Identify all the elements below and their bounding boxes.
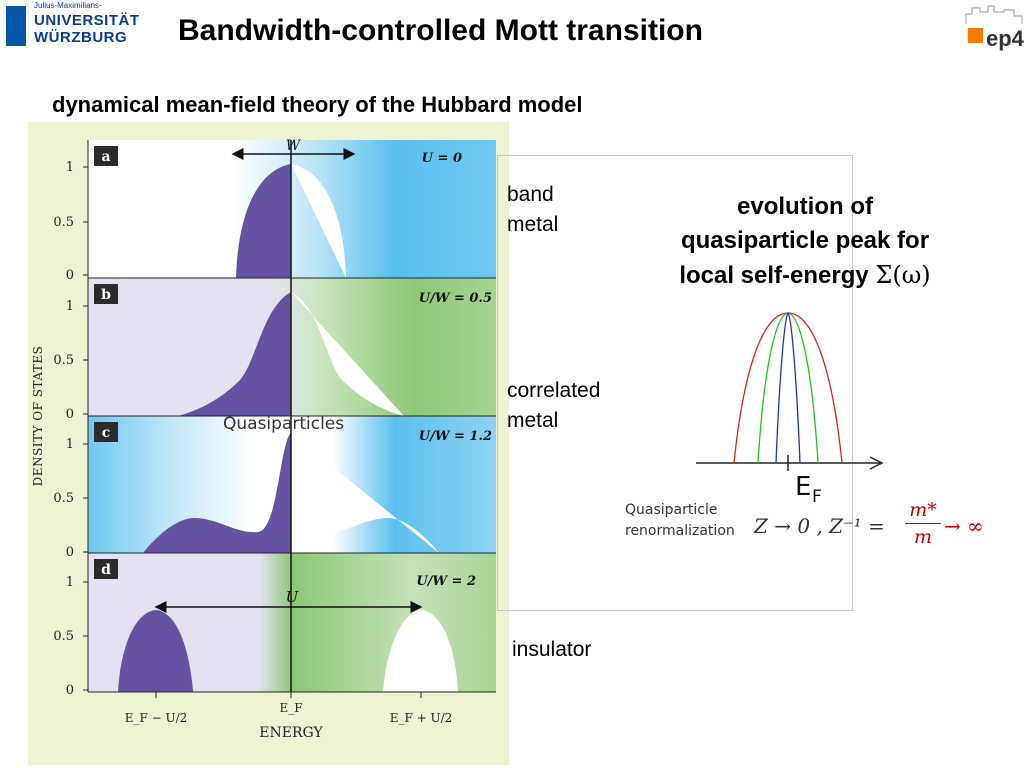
building-outline-icon [965, 5, 1023, 24]
fermi-energy-label: E [795, 472, 811, 502]
panel-c-letter: c [102, 425, 111, 441]
slide-title: Bandwidth-controlled Mott transition [178, 14, 703, 47]
quasiparticle-peak-plot: E F [696, 311, 884, 505]
content-frame [497, 155, 853, 611]
x-tick-center: E_F [279, 701, 302, 715]
evolution-caption: evolution of quasiparticle peak for loca… [630, 190, 980, 293]
renormalization-formula: Z → 0 , Z⁻¹ = [754, 514, 885, 538]
panel-b-param: U/W = 0.5 [419, 291, 492, 306]
mass-ratio-numerator: m* [909, 499, 937, 521]
evolution-line2: quasiparticle peak for [680, 227, 930, 254]
panel-a-filled-dos [236, 164, 291, 278]
u-label: U [286, 588, 300, 606]
panel-b-empty-dos [291, 292, 404, 416]
evolution-line3: local self-energy Σ(ω) [630, 258, 980, 293]
band-metal-label: band metal [507, 180, 558, 240]
dos-figure: 1 0.5 0 1 0.5 0 1 0.5 0 1 0.5 0 a b c d … [28, 122, 509, 765]
self-energy-symbol: Σ(ω) [875, 261, 931, 289]
panel-c-param: U/W = 1.2 [419, 429, 492, 444]
panel-c-filled-dos [143, 433, 291, 553]
panel-a-letter: a [101, 149, 110, 165]
renormalization-label-line2: renormalization [625, 523, 735, 539]
peak-curve-narrow [775, 311, 801, 464]
ep4-logo-square [968, 28, 983, 43]
panel-d-empty-dos [383, 610, 458, 692]
panel-b-filled-dos [178, 292, 291, 416]
panel-d-filled-dos [118, 610, 193, 692]
evolution-line3-text: local self-energy [679, 262, 869, 289]
tick-b-1: 1 [66, 299, 74, 314]
panel-a-background [88, 140, 496, 278]
panel-c-empty-dos [291, 433, 439, 553]
logo-small-text: Julius-Maximilians- [34, 1, 102, 10]
panel-d-param: U/W = 2 [416, 574, 476, 589]
mass-ratio-denominator: m [913, 526, 933, 548]
correlated-metal-line2: metal [507, 409, 559, 432]
tick-d-0: 0 [66, 683, 74, 698]
diverges-to-infinity: → ∞ [944, 514, 984, 538]
x-tick-right: E_F + U/2 [390, 711, 453, 725]
renormalization-label: Quasiparticle renormalization [625, 500, 735, 542]
evolution-line1: evolution of [737, 193, 873, 220]
renormalization-label-line1: Quasiparticle [625, 502, 718, 518]
tick-c-1: 1 [66, 437, 74, 452]
tick-d-05: 0.5 [53, 629, 74, 644]
university-logo-mark [6, 6, 26, 46]
mass-ratio-fraction: m* m [905, 499, 941, 548]
peak-curve-medium [757, 312, 819, 464]
correlated-metal-label: correlated metal [507, 376, 600, 436]
tick-c-05: 0.5 [53, 491, 74, 506]
tick-a-1: 1 [66, 160, 74, 175]
logo-line-2: WÜRZBURG [34, 29, 128, 46]
quasiparticles-label: Quasiparticles [223, 414, 344, 434]
panel-b-letter: b [101, 287, 111, 303]
panel-a-param: U = 0 [422, 151, 462, 166]
insulator-label: insulator [512, 638, 592, 661]
band-metal-line2: metal [507, 213, 559, 236]
fraction-bar [905, 523, 941, 524]
peak-curve-wide [733, 312, 843, 464]
tick-b-05: 0.5 [53, 353, 74, 368]
ep4-logo-text: ep4 [986, 26, 1024, 51]
fermi-energy-subscript: F [812, 487, 822, 505]
panel-b-background [88, 278, 496, 416]
correlated-metal-line1: correlated [507, 379, 601, 402]
panel-c-background [88, 416, 496, 553]
logo-line-1: UNIVERSITÄT [34, 12, 140, 29]
header-bar: Julius-Maximilians- UNIVERSITÄT WÜRZBURG… [0, 0, 1024, 62]
panel-d-letter: d [101, 562, 111, 578]
slide-subtitle: dynamical mean-field theory of the Hubba… [52, 92, 583, 117]
x-axis-label: ENERGY [259, 725, 323, 741]
tick-c-0: 0 [66, 545, 74, 560]
panel-a-empty-dos [291, 164, 346, 278]
band-metal-line1: band [507, 183, 554, 206]
w-label: W [286, 138, 302, 154]
x-tick-left: E_F − U/2 [125, 711, 188, 725]
tick-a-0: 0 [66, 268, 74, 283]
tick-b-0: 0 [66, 407, 74, 422]
tick-d-1: 1 [66, 575, 74, 590]
y-axis-label: DENSITY OF STATES [31, 346, 45, 487]
tick-a-05: 0.5 [53, 215, 74, 230]
